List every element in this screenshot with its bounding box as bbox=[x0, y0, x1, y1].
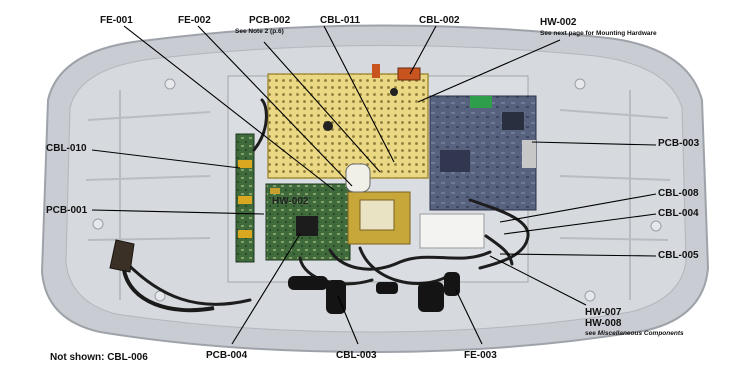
label-hw-002-board: HW-002 bbox=[272, 196, 309, 207]
note-pcb-002: See Note 2 (p.6) bbox=[235, 28, 284, 35]
label-hw-007: HW-007 bbox=[585, 307, 622, 318]
orange-connector bbox=[397, 67, 421, 81]
leader-lines bbox=[91, 25, 657, 345]
left-vertical-board bbox=[235, 133, 255, 263]
label-cbl-005: CBL-005 bbox=[658, 250, 699, 261]
label-fe-001: FE-001 bbox=[100, 15, 133, 26]
orange-connector-small bbox=[372, 64, 380, 78]
label-pcb-001: PCB-001 bbox=[46, 205, 88, 216]
ferrite-cores bbox=[288, 272, 460, 314]
cable-bundle bbox=[118, 98, 530, 306]
green-board-pcb001 bbox=[265, 183, 351, 261]
label-hw-008: HW-008 bbox=[585, 318, 622, 329]
external-plug bbox=[109, 239, 215, 313]
white-connector-block bbox=[419, 213, 485, 249]
label-cbl-011: CBL-011 bbox=[320, 15, 361, 26]
label-cbl-008: CBL-008 bbox=[658, 188, 699, 199]
label-fe-003: FE-003 bbox=[464, 350, 497, 361]
note-misc-components: see Miscellaneous Components bbox=[585, 330, 684, 337]
label-fe-002: FE-002 bbox=[178, 15, 211, 26]
label-hw-002: HW-002 bbox=[540, 17, 577, 28]
label-pcb-003: PCB-003 bbox=[658, 138, 700, 149]
label-pcb-002: PCB-002 bbox=[249, 15, 291, 26]
label-cbl-002: CBL-002 bbox=[419, 15, 460, 26]
main-board bbox=[429, 95, 537, 211]
yellow-shield-board bbox=[267, 73, 429, 179]
note-hw-002: See next page for Mounting Hardware bbox=[540, 30, 657, 37]
label-not-shown: Not shown: CBL-006 bbox=[50, 352, 148, 363]
label-pcb-004: PCB-004 bbox=[206, 350, 248, 361]
label-cbl-003: CBL-003 bbox=[336, 350, 377, 361]
label-cbl-010: CBL-010 bbox=[46, 143, 87, 154]
transformer-board bbox=[345, 163, 411, 245]
label-cbl-004: CBL-004 bbox=[658, 208, 699, 219]
